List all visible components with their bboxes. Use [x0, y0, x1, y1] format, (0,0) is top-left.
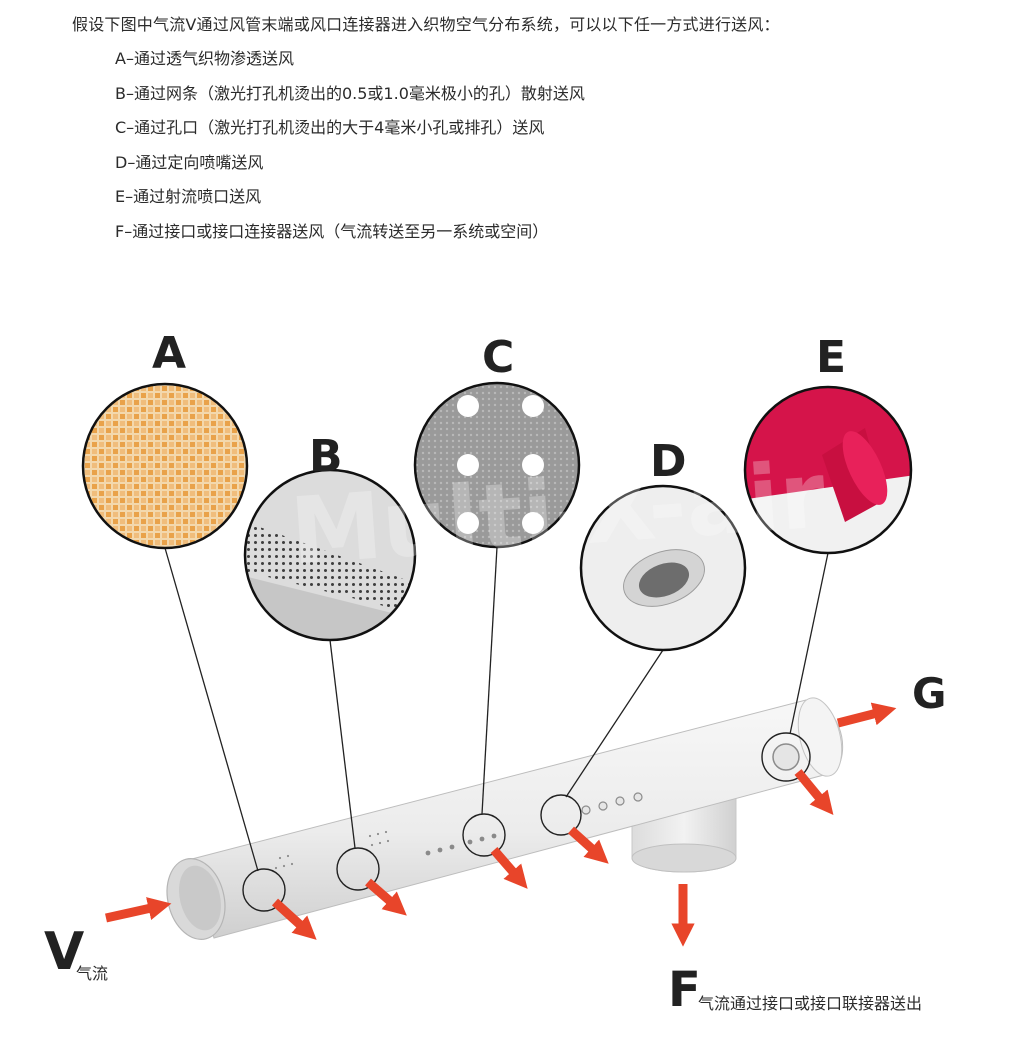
label-c: C — [482, 332, 515, 383]
orifice-row — [425, 833, 497, 856]
outlet-g-arrow — [836, 702, 897, 728]
label-f: F — [668, 962, 701, 1018]
method-d: D–通过定向喷嘴送风 — [115, 152, 264, 172]
nozzle-row — [581, 792, 643, 815]
fabric-duct — [166, 697, 844, 940]
method-e: E–通过射流喷口送风 — [115, 187, 262, 206]
airflow-arrows — [105, 702, 897, 947]
label-b: B — [309, 431, 343, 482]
method-a: A–通过透气织物渗透送风 — [115, 49, 294, 68]
detail-a-fabric — [81, 382, 249, 550]
watermark: Multi-X-air — [287, 441, 829, 585]
detail-b-microperforation — [243, 468, 417, 642]
label-a: A — [152, 328, 187, 379]
intro-text: 假设下图中气流V通过风管末端或风口连接器进入织物空气分布系统，可以以下任一方式进… — [72, 15, 780, 34]
microperforation-zone — [274, 830, 390, 870]
detail-d-nozzle — [579, 484, 747, 652]
label-d: D — [650, 436, 687, 487]
label-v: V — [44, 922, 85, 982]
label-g: G — [912, 669, 947, 718]
detail-e-jet — [743, 385, 913, 555]
label-v-note: 气流 — [76, 964, 109, 983]
inlet-arrow — [105, 897, 172, 923]
callout-lines — [164, 546, 829, 872]
label-f-note: 气流通过接口或接口联接器送出 — [698, 994, 923, 1013]
method-f: F–通过接口或接口连接器送风（气流转送至另一系统或空间） — [115, 221, 549, 241]
method-c: C–通过孔口（激光打孔机烫出的大于4毫米小孔或排孔）送风 — [115, 118, 545, 137]
detail-rings — [242, 732, 811, 912]
detail-c-orifices — [413, 381, 581, 549]
label-e: E — [816, 332, 847, 383]
method-b: B–通过网条（激光打孔机烫出的0.5或1.0毫米极小的孔）散射送风 — [115, 83, 585, 103]
jet-nozzle-icon — [772, 743, 800, 771]
method-list: A–通过透气织物渗透送风 B–通过网条（激光打孔机烫出的0.5或1.0毫米极小的… — [115, 48, 585, 255]
